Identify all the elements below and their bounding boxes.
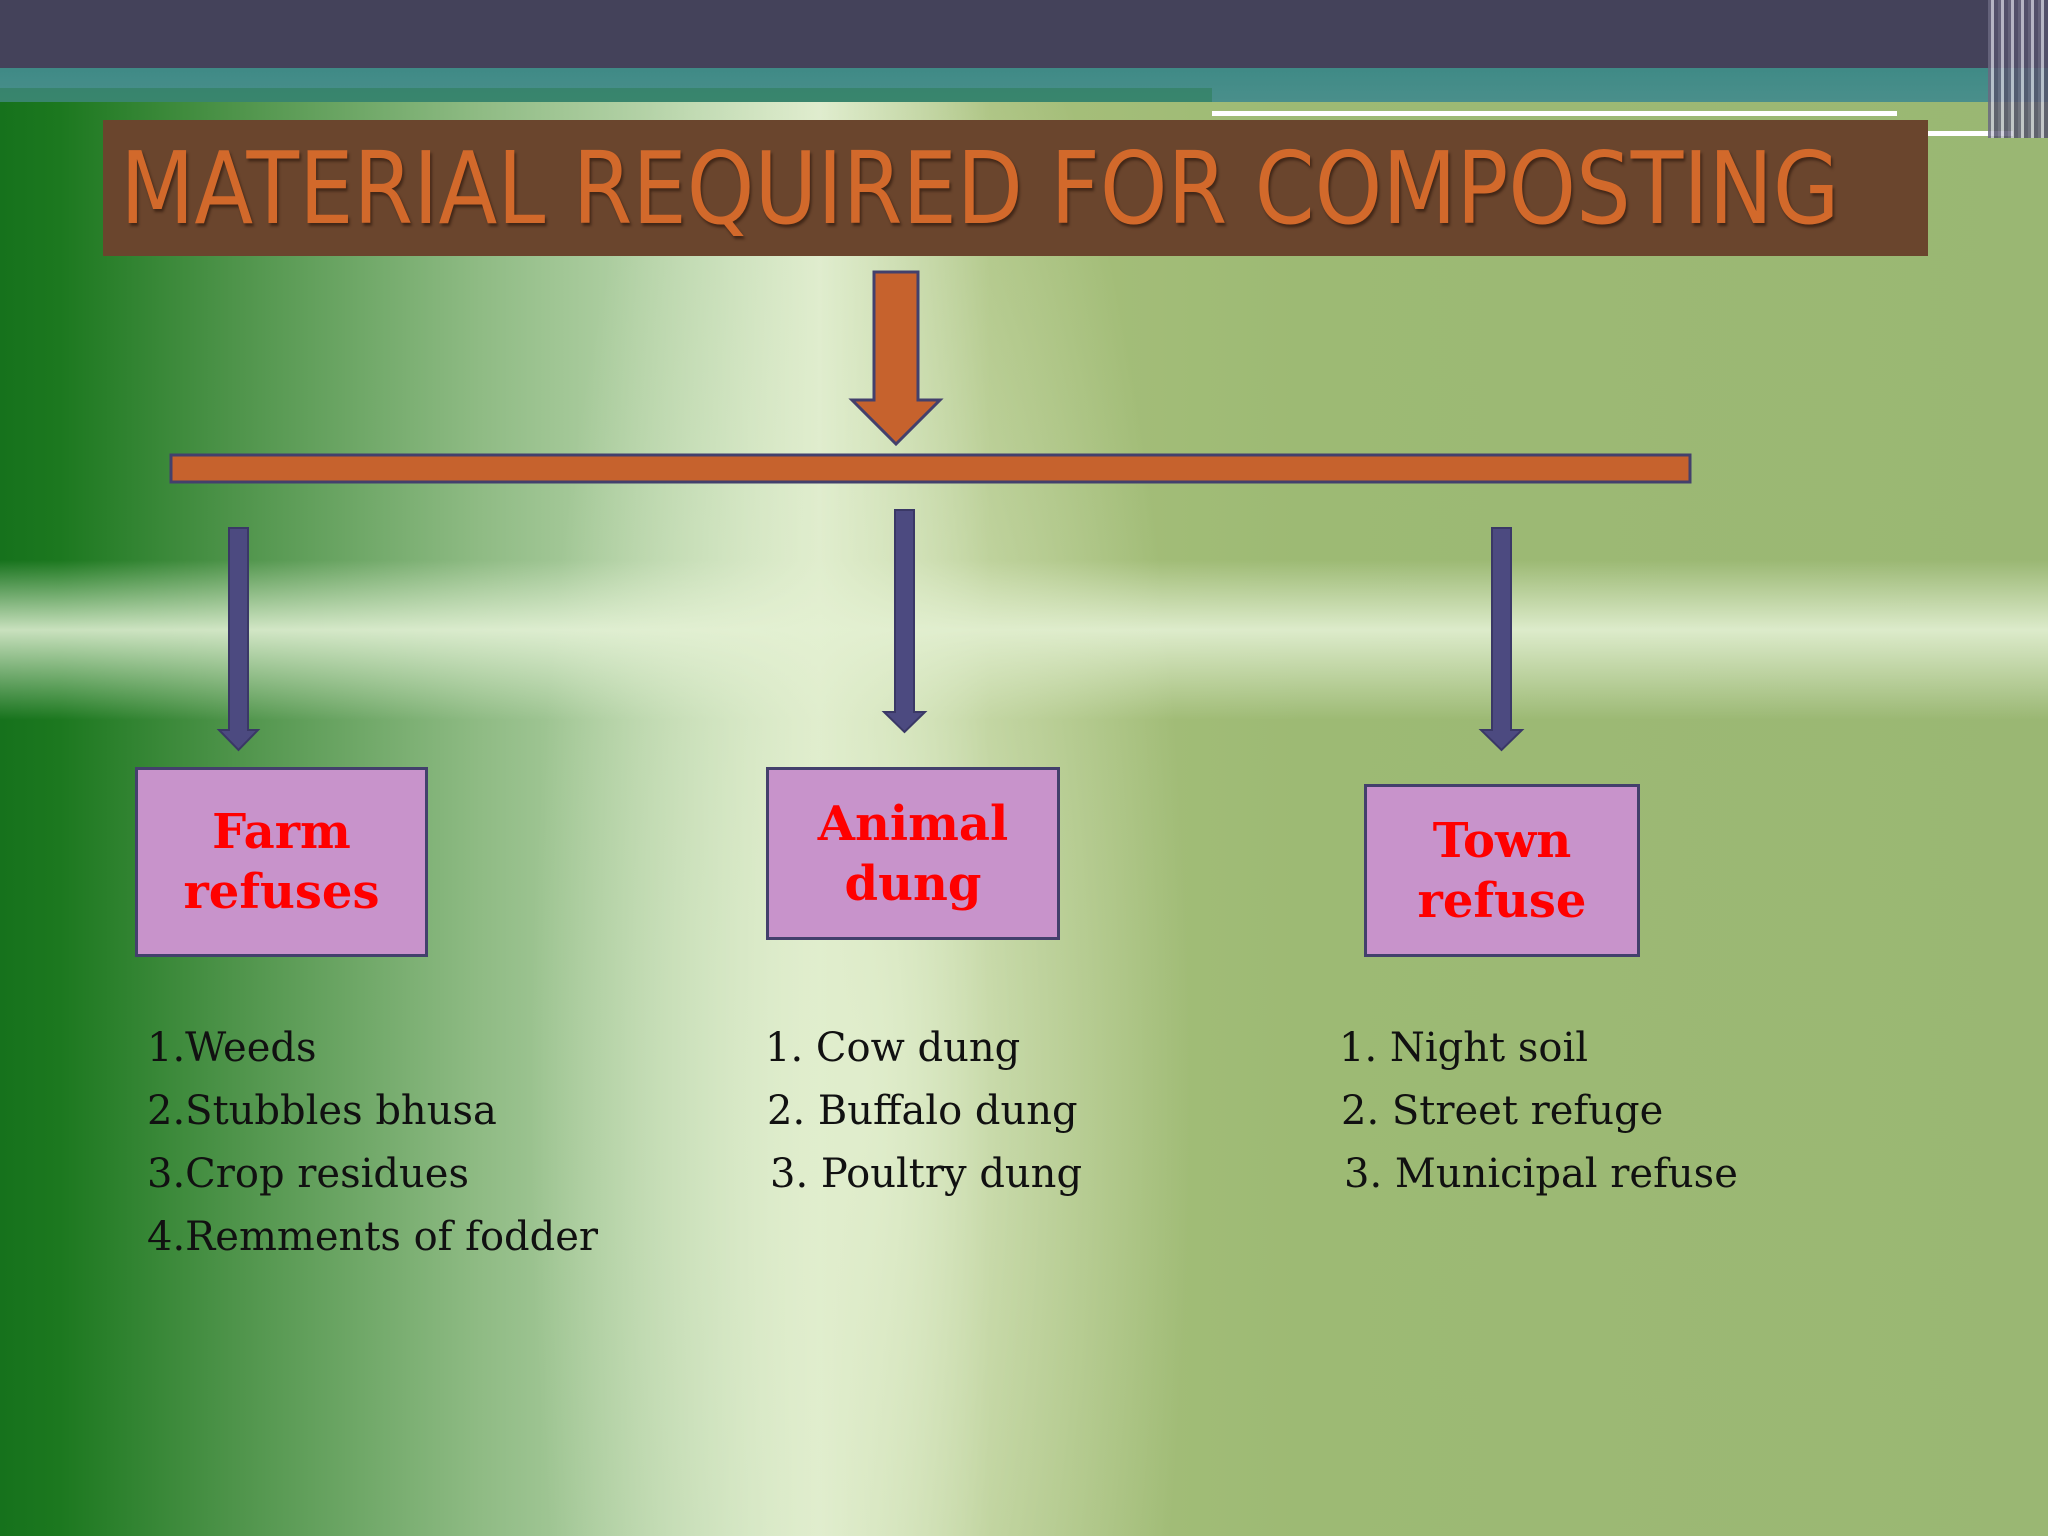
list-item: 2. Buffalo dung [767, 1088, 1078, 1134]
slide-title: MATERIAL REQUIRED FOR COMPOSTING [120, 129, 1840, 247]
horizontal-branch-bar [169, 453, 1692, 484]
category-box-town-refuse: Town refuse [1364, 784, 1640, 957]
white-accent-line [1212, 111, 1897, 116]
category-label-line2: refuse [1417, 872, 1587, 929]
white-accent-line-short [1928, 131, 2013, 136]
list-item: 2. Street refuge [1341, 1088, 1664, 1134]
branch-arrow-animal [881, 509, 928, 734]
list-item: 1. Night soil [1339, 1025, 1589, 1071]
category-label-line1: Farm [212, 804, 351, 860]
category-box-farm-refuses: Farm refuses [135, 767, 428, 957]
list-item: 3.Crop residues [147, 1151, 469, 1197]
animal-dung-list: 1. Cow dung 2. Buffalo dung 3. Poultry d… [765, 1017, 1082, 1206]
category-label-line2: dung [844, 855, 982, 912]
title-banner: MATERIAL REQUIRED FOR COMPOSTING [103, 120, 1928, 256]
category-label-line2: refuses [183, 864, 380, 920]
list-item: 3. Municipal refuse [1344, 1151, 1738, 1197]
category-label-line1: Town [1432, 812, 1572, 869]
teal-band-accent [0, 88, 1212, 102]
category-label-line1: Animal [817, 795, 1009, 852]
main-down-arrow [848, 270, 944, 447]
town-refuse-list: 1. Night soil 2. Street refuge 3. Munici… [1339, 1017, 1738, 1206]
list-item: 4.Remments of fodder [147, 1214, 599, 1260]
corner-stripes [1988, 0, 2048, 138]
list-item: 1. Cow dung [765, 1025, 1021, 1071]
list-item: 1.Weeds [147, 1025, 317, 1071]
branch-arrow-town [1478, 527, 1525, 752]
top-bar [0, 0, 2048, 68]
list-item: 2.Stubbles bhusa [147, 1088, 497, 1134]
branch-arrow-farm [216, 527, 261, 752]
farm-refuses-list: 1.Weeds 2.Stubbles bhusa 3.Crop residues… [147, 1017, 598, 1269]
category-box-animal-dung: Animal dung [766, 767, 1060, 940]
list-item: 3. Poultry dung [770, 1151, 1083, 1197]
